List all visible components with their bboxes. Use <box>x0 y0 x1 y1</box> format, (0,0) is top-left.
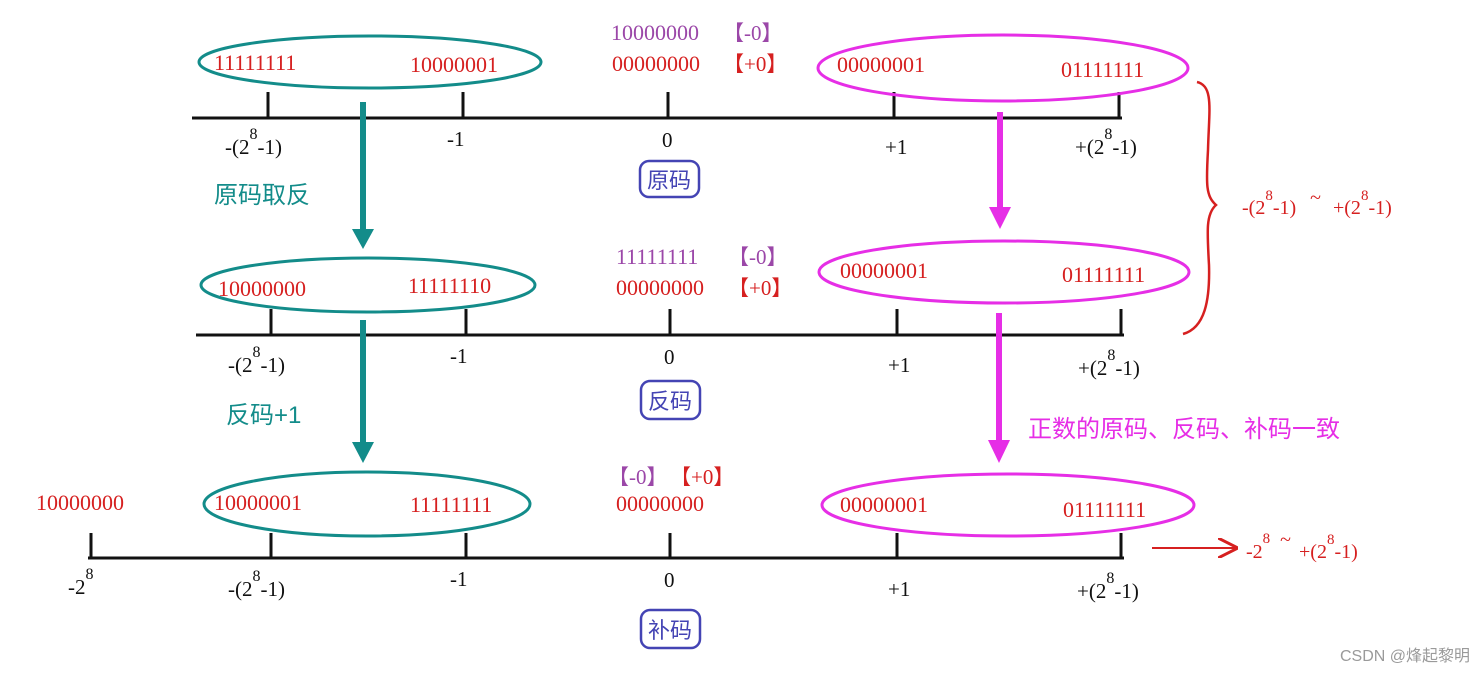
plus-one-step-label: 反码+1 <box>226 402 301 429</box>
down-arrow-icon <box>989 112 1011 229</box>
down-arrow-icon <box>988 313 1010 463</box>
code-label: 11111111 <box>214 50 296 75</box>
code-label: 00000001 <box>840 492 928 517</box>
negative-zero-tag: 【-0】 <box>723 21 783 45</box>
positive-zero-tag: 【+0】 <box>728 276 792 300</box>
down-arrow-icon <box>352 320 374 463</box>
code-label: 10000001 <box>214 490 302 515</box>
tick-label-pos-one: +1 <box>885 135 907 159</box>
positive-zero-tag: 【+0】 <box>723 52 787 76</box>
code-label: 01111111 <box>1063 497 1146 522</box>
code-label: 11111111 <box>410 492 492 517</box>
label-box-ones-complement <box>639 379 702 421</box>
tick-label-zero: 0 <box>662 128 673 152</box>
tick-label-zero: 0 <box>664 568 675 592</box>
zero-code: 00000000 <box>616 491 704 516</box>
code-label: 11111110 <box>408 273 491 298</box>
tick-label-neg-one: -1 <box>447 127 465 151</box>
label-box-twos-complement <box>639 608 702 650</box>
tick-label-pos-one: +1 <box>888 353 910 377</box>
tick-label-pos-max: +(28-1) <box>1077 570 1139 603</box>
tick-label-pos-one: +1 <box>888 577 910 601</box>
down-arrow-icon <box>352 102 374 249</box>
tick-label-pos-max: +(28-1) <box>1078 347 1140 380</box>
tick-label-neg-one: -1 <box>450 344 468 368</box>
negative-range-ellipse-row1 <box>197 34 543 90</box>
transform-arrows <box>352 102 1011 463</box>
ones-complement-label: 反码 <box>648 389 692 414</box>
tick-label-min: -28 <box>68 566 94 599</box>
tick-label-pos-max: +(28-1) <box>1075 126 1137 159</box>
watermark: CSDN @烽起黎明 <box>1339 648 1470 665</box>
negative-zero-tag: 【-0】 <box>728 245 788 269</box>
range-label-twos-complement: -28~+(28-1) <box>1246 529 1358 563</box>
positive-same-note: 正数的原码、反码、补码一致 <box>1028 416 1340 443</box>
positive-range-ellipse-row3 <box>820 472 1196 538</box>
tick-label-neg-max: -(28-1) <box>225 126 282 159</box>
code-label: 10000000 <box>218 276 306 301</box>
positive-zero-code: 00000000 <box>616 275 704 300</box>
negative-zero-code: 11111111 <box>616 244 698 269</box>
range-label-ones-complement: -(28-1)~+(28-1) <box>1242 187 1392 219</box>
negative-range-ellipse-row2 <box>199 256 537 314</box>
original-code-label: 原码 <box>647 168 691 193</box>
tick-label-neg-max: -(28-1) <box>228 344 285 377</box>
tick-label-neg-one: -1 <box>450 567 468 591</box>
invert-step-label: 原码取反 <box>214 182 310 209</box>
curly-brace-icon <box>1182 80 1218 336</box>
code-label: 00000001 <box>837 52 925 77</box>
negative-zero-tag: 【-0】 <box>608 465 668 489</box>
tick-label-zero: 0 <box>664 345 675 369</box>
code-label: 00000001 <box>840 258 928 283</box>
label-box-original <box>638 159 701 199</box>
row-twos-complement: 10000000 10000001 11111111 【-0】 【+0】 000… <box>36 465 1196 650</box>
positive-zero-tag: 【+0】 <box>670 465 734 489</box>
negative-zero-code: 10000000 <box>611 20 699 45</box>
positive-zero-code: 00000000 <box>612 51 700 76</box>
negative-range-ellipse-row3 <box>202 470 532 538</box>
code-label: 01111111 <box>1061 57 1144 82</box>
row-original-code: 11111111 10000001 10000000 【-0】 00000000… <box>192 20 1190 199</box>
twos-complement-label: 补码 <box>648 618 692 643</box>
tick-label-neg-max: -(28-1) <box>228 568 285 601</box>
positive-range-ellipse-row2 <box>817 239 1191 305</box>
positive-range-ellipse-row1 <box>816 33 1190 103</box>
min-value-code: 10000000 <box>36 490 124 515</box>
row-ones-complement: 10000000 11111110 11111111 【-0】 00000000… <box>196 239 1191 421</box>
code-label: 01111111 <box>1062 262 1145 287</box>
code-label: 10000001 <box>410 52 498 77</box>
